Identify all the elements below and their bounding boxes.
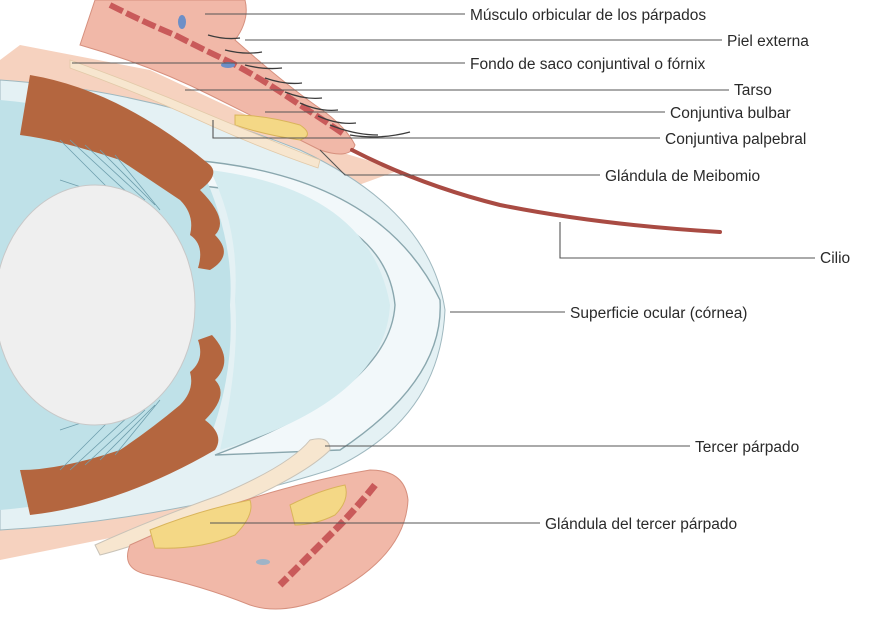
label-conjuntiva-palpebral: Conjuntiva palpebral [665,131,806,148]
label-cilio: Cilio [820,250,850,267]
cilium [352,150,720,232]
vessel-dot-upper [178,15,186,29]
label-tarso: Tarso [734,82,772,99]
label-glandula-meibomio: Glándula de Meibomio [605,168,760,185]
label-musculo-orbicular: Músculo orbicular de los párpados [470,7,706,24]
label-glandula-tercer-parpado: Glándula del tercer párpado [545,516,737,533]
labels: Músculo orbicular de los párpados Piel e… [470,7,850,533]
vessel-dot-lower [256,559,270,565]
lens [0,185,195,425]
leader-cilio [560,222,815,258]
label-piel-externa: Piel externa [727,33,809,50]
label-tercer-parpado: Tercer párpado [695,439,799,456]
label-superficie-ocular: Superficie ocular (córnea) [570,305,747,322]
label-conjuntiva-bulbar: Conjuntiva bulbar [670,105,791,122]
label-fondo-saco: Fondo de saco conjuntival o fórnix [470,56,705,73]
